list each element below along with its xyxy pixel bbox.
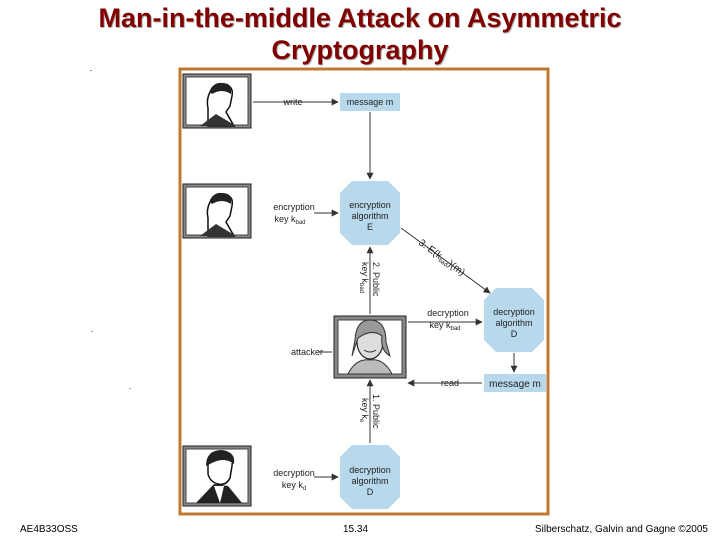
sender-portrait-middle [182,183,252,239]
enc-algo-line-3: E [367,222,373,232]
decryption-algorithm-octagon-middle [484,288,544,352]
dec-key-mid-label-2: key kbad [429,320,460,332]
footer-page-number: 15.34 [343,524,369,535]
dec-algo-mid-line-1: decryption [493,307,535,317]
message-box-bottom [484,374,546,392]
title-line-1: Man-in-the-middle Attack on Asymmetric [98,3,622,33]
enc-algo-line-1: encryption [349,200,391,210]
enc-key-label-1: encryption [273,202,315,212]
enc-key-label-2: key kbad [274,214,305,226]
footer-course-code: AE4B33OSS [20,524,78,535]
stray-dot [129,388,131,389]
dec-key-bot-label-2: key kd [282,480,306,492]
decryption-algorithm-octagon-bottom [340,445,400,509]
read-label: read [441,378,459,388]
dec-algo-mid-line-2: algorithm [495,318,532,328]
dec-algo-bot-line-1: decryption [349,465,391,475]
page-title: Man-in-the-middle Attack on Asymmetric C… [0,2,720,66]
stray-dot [90,70,92,71]
enc-algo-line-2: algorithm [351,211,388,221]
sender-portrait-top [182,73,252,129]
attacker-portrait [333,315,407,379]
step-1-label-1: 1. Public [371,394,381,429]
dec-algo-bot-line-2: algorithm [351,476,388,486]
ciphertext-arrow [400,227,491,294]
attacker-label: attacker [291,347,323,357]
message-top-label: message m [347,97,394,107]
message-bottom-label: message m [489,379,541,390]
dec-key-mid-label-1: decryption [427,308,469,318]
step-2-label-1: 2. Public [371,262,381,297]
dec-key-bot-label-1: decryption [273,468,315,478]
title-line-2: Cryptography [271,35,449,65]
step-1-label-2: key ke [358,398,370,423]
message-box-top [340,93,400,111]
step-2-label-2: key kbad [358,262,370,293]
write-label: write [282,97,302,107]
dec-algo-mid-line-3: D [511,329,518,339]
stray-dot [91,331,93,332]
dec-algo-bot-line-3: D [367,487,374,497]
encryption-algorithm-octagon [340,181,400,245]
footer-copyright: Silberschatz, Galvin and Gagne ©2005 [534,524,708,535]
receiver-portrait-bottom [182,445,252,507]
